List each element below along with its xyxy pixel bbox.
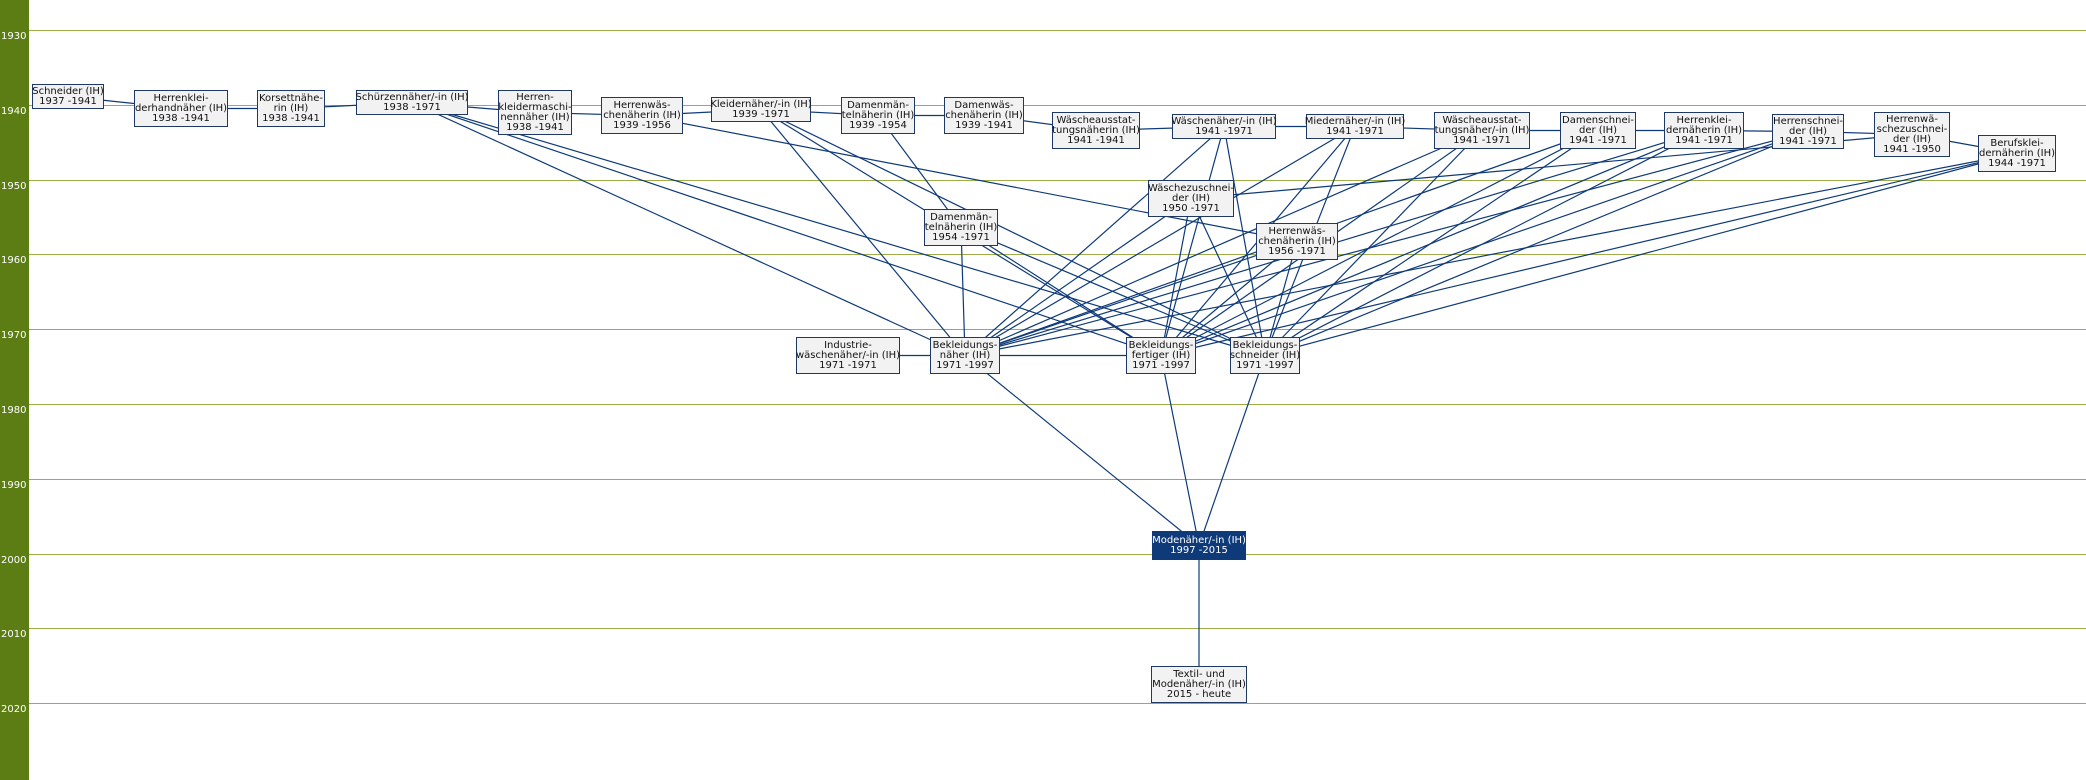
node-waeschenaeher[interactable]: Wäschenäher/-in (IH) 1941 -1971	[1171, 114, 1277, 139]
node-damenschneider[interactable]: Damenschnei- der (IH) 1941 -1971	[1560, 112, 1636, 149]
node-herrenwaeschezu[interactable]: Herrenwä- schezuschnei- der (IH) 1941 -1…	[1874, 112, 1950, 157]
edge-schuerzen-to-bekl_naeher	[411, 101, 966, 357]
edge-mieder-to-bekl_naeher	[964, 125, 1356, 357]
edge-berufskleid-to-bekl_fertiger	[1160, 152, 2018, 357]
node-berufskleid[interactable]: Berufsklei- dernäherin (IH) 1944 -1971	[1978, 135, 2056, 172]
node-schneider[interactable]: Schneider (IH) 1937 -1941	[32, 84, 104, 109]
node-waeschezuschn[interactable]: Wäschezuschnei- der (IH) 1950 -1971	[1148, 180, 1234, 217]
edge-bekl_naeher-to-modenaeher	[964, 355, 1200, 546]
gridline-1930	[29, 30, 2086, 31]
node-mieder[interactable]: Miedernäher/-in (IH) 1941 -1971	[1305, 114, 1405, 139]
node-textil[interactable]: Textil- und Modenäher/-in (IH) 2015 - he…	[1151, 666, 1247, 703]
node-damenwaesch[interactable]: Damenwäs- chenäherin (IH) 1939 -1941	[944, 97, 1024, 134]
edge-herrenkleidnaeherin-to-bekl_fertiger	[1160, 129, 1705, 357]
node-bekl_schneider[interactable]: Bekleidungs- schneider (IH) 1971 -1997	[1230, 337, 1300, 374]
edge-waescheausst_er-to-bekl_naeher	[964, 129, 1483, 357]
gridline-2020	[29, 703, 2086, 704]
timeline-axis	[0, 0, 29, 780]
year-label-2000: 2000	[1, 555, 27, 566]
edge-waeschenaeher-to-bekl_fertiger	[1160, 126, 1225, 356]
edge-berufskleid-to-bekl_schneider	[1264, 152, 2018, 357]
node-herrenkleiderhand[interactable]: Herrenklei- derhandnäher (IH) 1938 -1941	[134, 90, 228, 127]
node-waescheausst_in[interactable]: Wäscheausstat- tungsnäherin (IH) 1941 -1…	[1052, 112, 1140, 149]
edge-herrenschneider-to-bekl_naeher	[964, 130, 1809, 357]
gridline-1970	[29, 329, 2086, 330]
edge-waeschezuschn-to-bekl_naeher	[964, 198, 1192, 356]
node-herrenkleidermasch[interactable]: Herren- kleidermaschi- nennäher (IH) 193…	[498, 90, 572, 135]
edge-waeschezuschn-to-bekl_schneider	[1190, 198, 1266, 356]
year-label-1970: 1970	[1, 330, 27, 341]
node-industrie[interactable]: Industrie- wäschenäher/-in (IH) 1971 -19…	[796, 337, 900, 374]
edge-waeschenaeher-to-bekl_schneider	[1223, 126, 1266, 356]
edge-damenmantel39-to-damenmantel54	[877, 115, 962, 228]
edge-waeschezuschn-to-bekl_fertiger	[1160, 198, 1192, 356]
edge-herrenwaesch56-to-bekl_fertiger	[1160, 241, 1298, 356]
year-label-2020: 2020	[1, 704, 27, 715]
node-kleider[interactable]: Kleidernäher/-in (IH) 1939 -1971	[710, 97, 812, 122]
edge-herrenschneider-to-bekl_fertiger	[1160, 130, 1809, 357]
gridline-1940	[29, 105, 2086, 106]
year-label-1990: 1990	[1, 480, 27, 491]
edge-herrenwaesch39-to-herrenwaesch56	[641, 114, 1298, 243]
gridline-1990	[29, 479, 2086, 480]
edge-kleider-to-bekl_naeher	[760, 109, 966, 356]
node-damenmantel39[interactable]: Damenmän- telnäherin (IH) 1939 -1954	[841, 97, 915, 134]
node-korsett[interactable]: Korsettnähe- rin (IH) 1938 -1941	[257, 90, 325, 127]
edge-berufskleid-to-bekl_naeher	[964, 152, 2018, 357]
edge-herrenwaesch56-to-bekl_schneider	[1264, 241, 1298, 356]
node-modenaeher[interactable]: Modenäher/-in (IH) 1997 -2015	[1152, 531, 1246, 560]
edge-bekl_schneider-to-modenaeher	[1198, 355, 1266, 546]
edge-herrenschneider-to-bekl_schneider	[1264, 130, 1809, 357]
node-damenmantel54[interactable]: Damenmän- telnäherin (IH) 1954 -1971	[924, 209, 998, 246]
node-herrenschneider[interactable]: Herrenschnei- der (IH) 1941 -1971	[1772, 114, 1844, 149]
node-bekl_fertiger[interactable]: Bekleidungs- fertiger (IH) 1971 -1997	[1126, 337, 1196, 374]
year-label-1960: 1960	[1, 255, 27, 266]
edge-herrenwaesch56-to-bekl_naeher	[964, 240, 1298, 357]
gridline-1980	[29, 404, 2086, 405]
edge-kleider-to-bekl_schneider	[760, 108, 1266, 357]
year-label-1980: 1980	[1, 405, 27, 416]
year-label-1940: 1940	[1, 106, 27, 117]
node-waescheausst_er[interactable]: Wäscheausstat- tungsnäher/-in (IH) 1941 …	[1434, 112, 1530, 149]
edge-damenmantel54-to-bekl_naeher	[960, 227, 966, 356]
gridline-1950	[29, 180, 2086, 181]
edge-waescheausst_er-to-bekl_schneider	[1264, 130, 1483, 356]
gridline-2010	[29, 628, 2086, 629]
node-schuerzen[interactable]: Schürzennäher/-in (IH) 1938 -1971	[356, 90, 469, 115]
edge-damenschneider-to-bekl_fertiger	[1160, 129, 1599, 357]
node-herrenwaesch56[interactable]: Herrenwäs- chenäherin (IH) 1956 -1971	[1256, 223, 1338, 260]
gridline-2000	[29, 554, 2086, 555]
edge-waeschenaeher-to-bekl_naeher	[964, 126, 1225, 356]
year-label-1930: 1930	[1, 31, 27, 42]
edge-bekl_fertiger-to-modenaeher	[1160, 355, 1200, 546]
node-herrenkleidnaeherin[interactable]: Herrenklei- dernäherin (IH) 1941 -1971	[1664, 112, 1744, 149]
edge-damenmantel54-to-bekl_fertiger	[960, 226, 1162, 357]
year-label-1950: 1950	[1, 181, 27, 192]
node-bekl_naeher[interactable]: Bekleidungs- näher (IH) 1971 -1997	[930, 337, 1000, 374]
year-label-2010: 2010	[1, 629, 27, 640]
node-herrenwaesch39[interactable]: Herrenwäs- chenäherin (IH) 1939 -1956	[601, 97, 683, 134]
